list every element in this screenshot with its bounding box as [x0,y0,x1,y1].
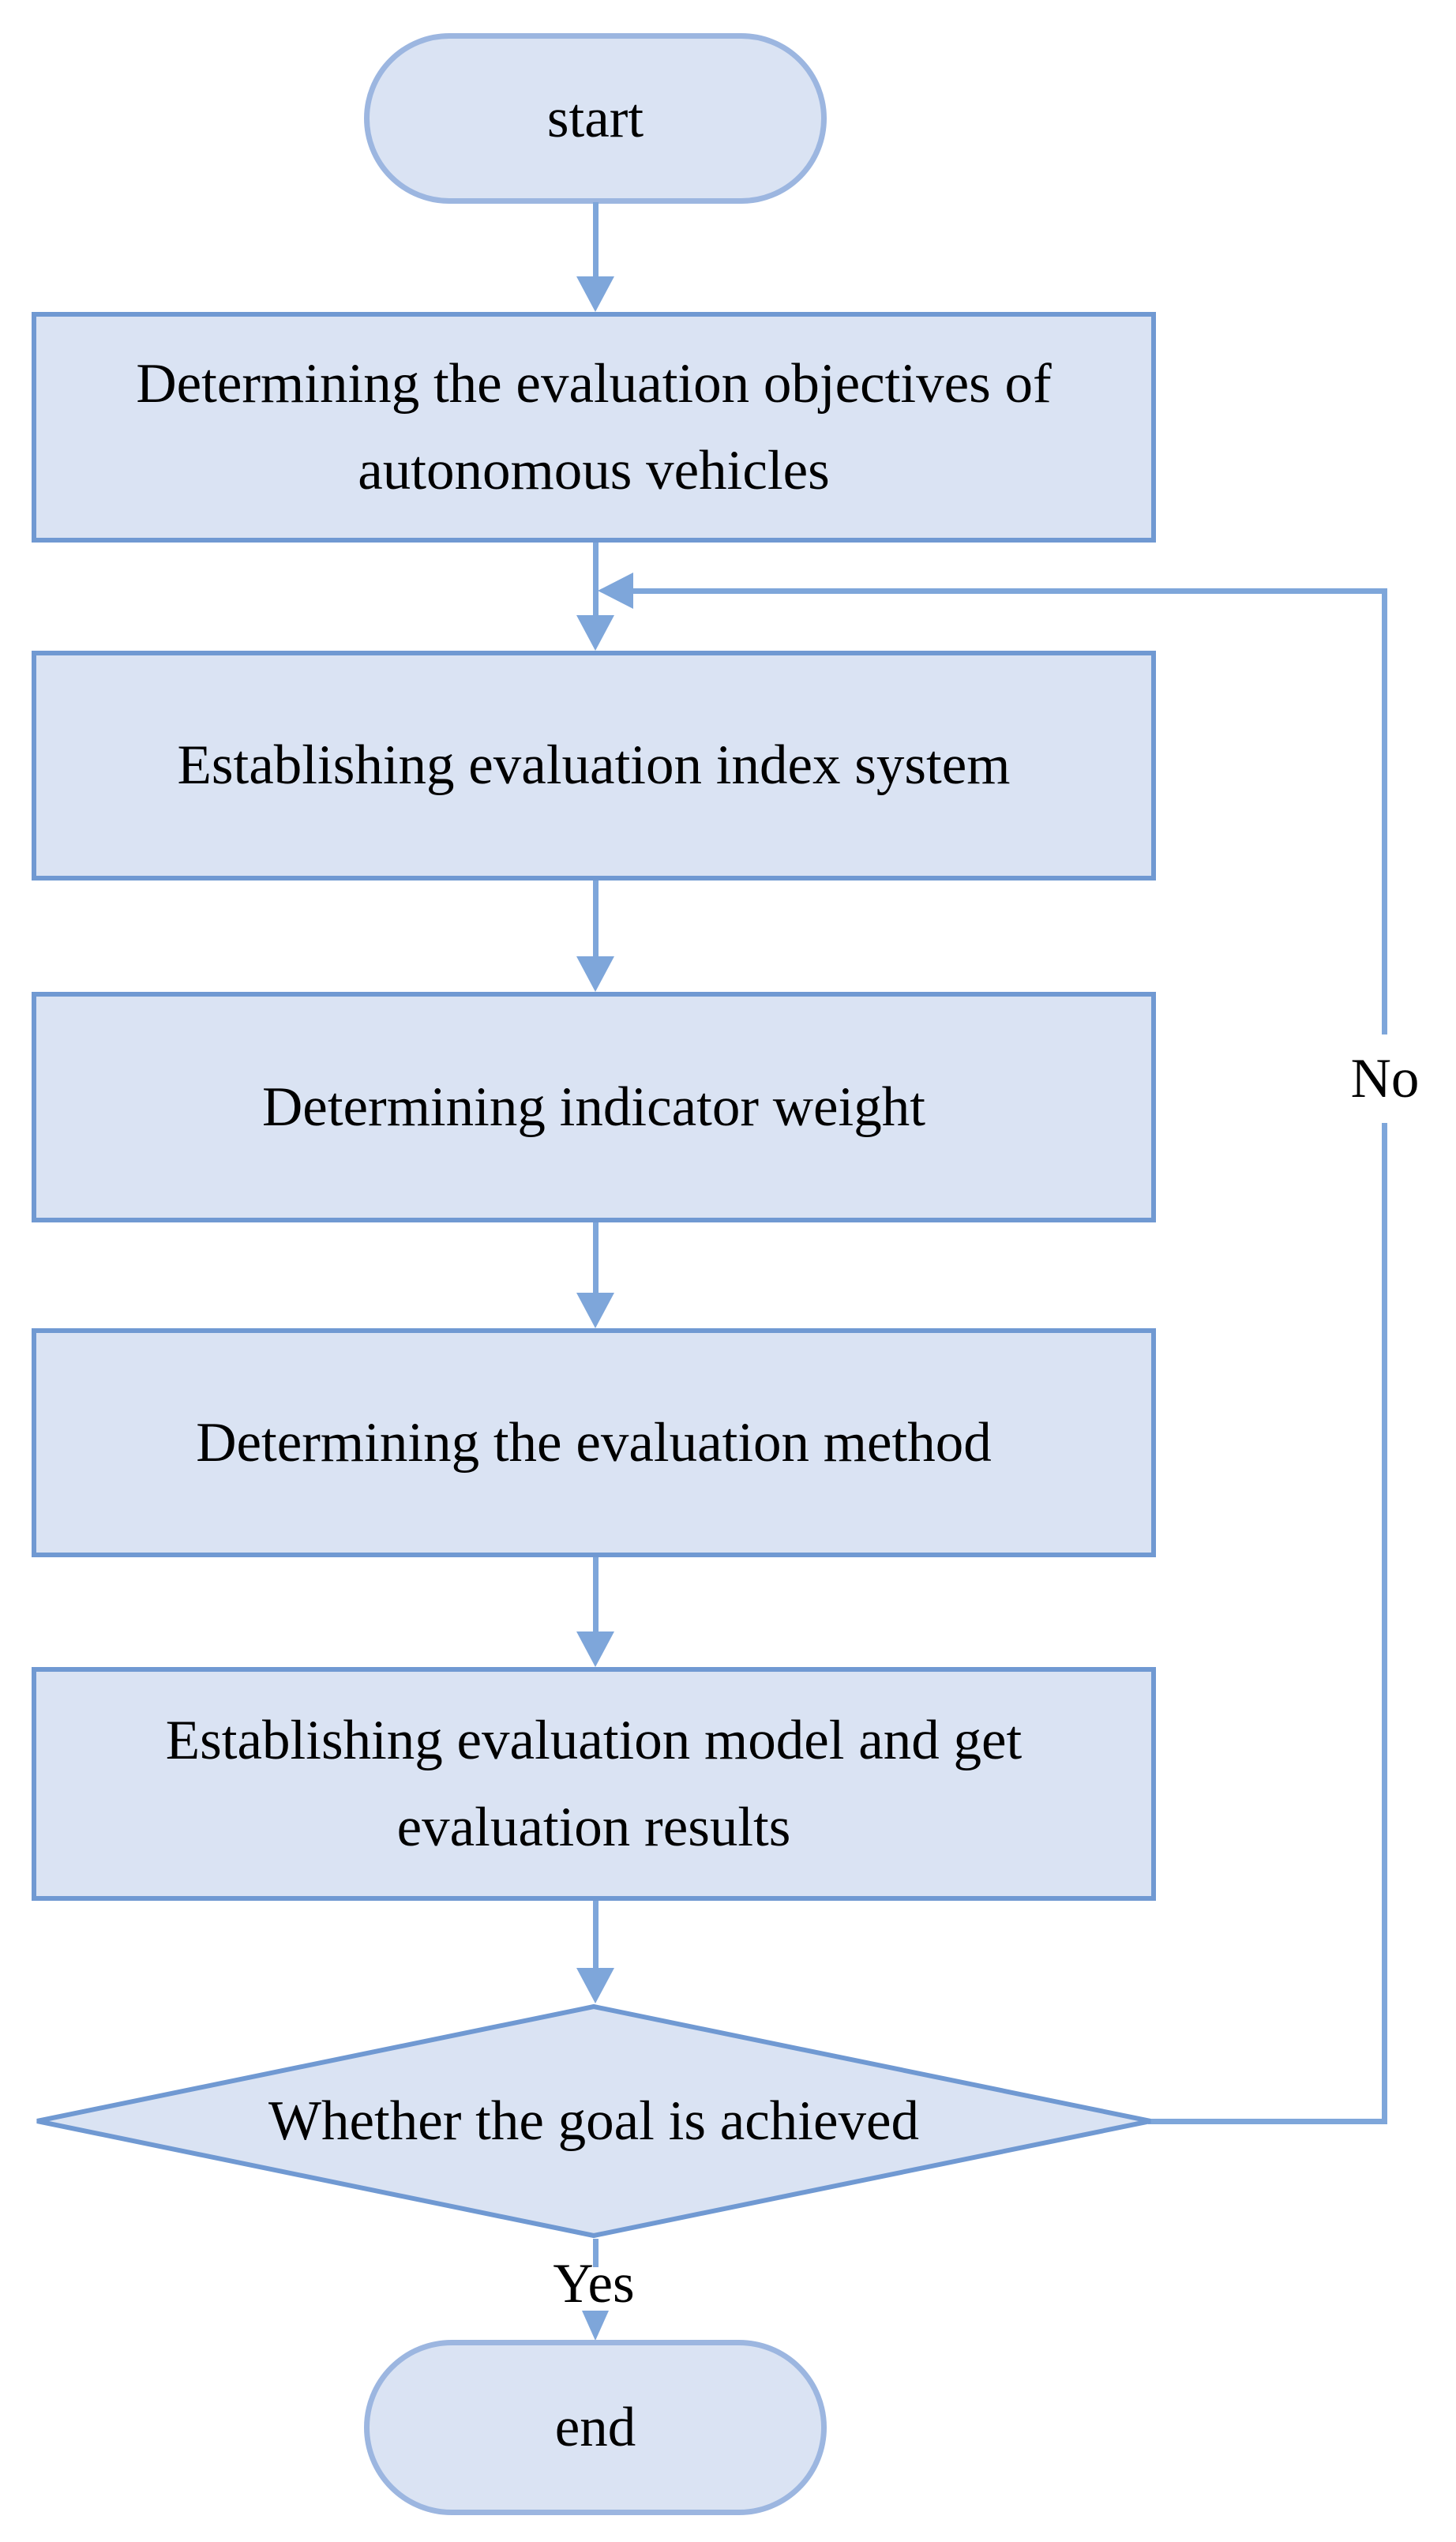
process-indicator-weight: Determining indicator weight [32,992,1156,1222]
arrow-down-icon [576,1968,614,2003]
connector-no-top [633,588,1387,594]
connector-index-to-weight [593,881,599,956]
diamond-shape-icon [36,2003,1151,2239]
connector-no-vertical [1382,588,1387,2121]
arrow-down-icon [576,956,614,992]
process-objectives: Determining the evaluation objectives of… [32,312,1156,543]
connector-model-to-decision [593,1901,599,1968]
process-indicator-weight-label: Determining indicator weight [262,1076,925,1138]
arrow-left-icon [598,573,633,609]
arrow-down-icon [582,2311,609,2341]
decision-diamond: Whether the goal is achieved [32,2003,1156,2239]
start-terminator: start [364,33,827,204]
connector-no-bottom [1148,2119,1387,2124]
arrow-down-icon [576,1631,614,1667]
arrow-down-icon [576,276,614,312]
end-label: end [554,2396,636,2458]
process-index-system: Establishing evaluation index system [32,651,1156,881]
no-edge-label: No [1314,1034,1456,1123]
end-terminator: end [364,2340,827,2515]
arrow-down-icon [576,1293,614,1328]
yes-edge-label: Yes [553,2252,635,2315]
process-index-system-label: Establishing evaluation index system [177,734,1011,797]
process-evaluation-method: Determining the evaluation method [32,1328,1156,1557]
process-evaluation-method-label: Determining the evaluation method [196,1411,992,1474]
connector-weight-to-method [593,1222,599,1293]
connector-objectives-to-index [593,543,599,615]
connector-decision-to-end [593,2239,599,2267]
process-evaluation-model-label: Establishing evaluation model and get ev… [165,1709,1023,1858]
decision-label: Whether the goal is achieved [268,2090,920,2152]
arrow-down-icon [576,615,614,651]
start-label: start [546,87,644,149]
connector-method-to-model [593,1557,599,1631]
process-evaluation-model: Establishing evaluation model and get ev… [32,1667,1156,1901]
connector-start-to-objectives [593,202,599,278]
process-objectives-label: Determining the evaluation objectives of… [136,352,1052,501]
